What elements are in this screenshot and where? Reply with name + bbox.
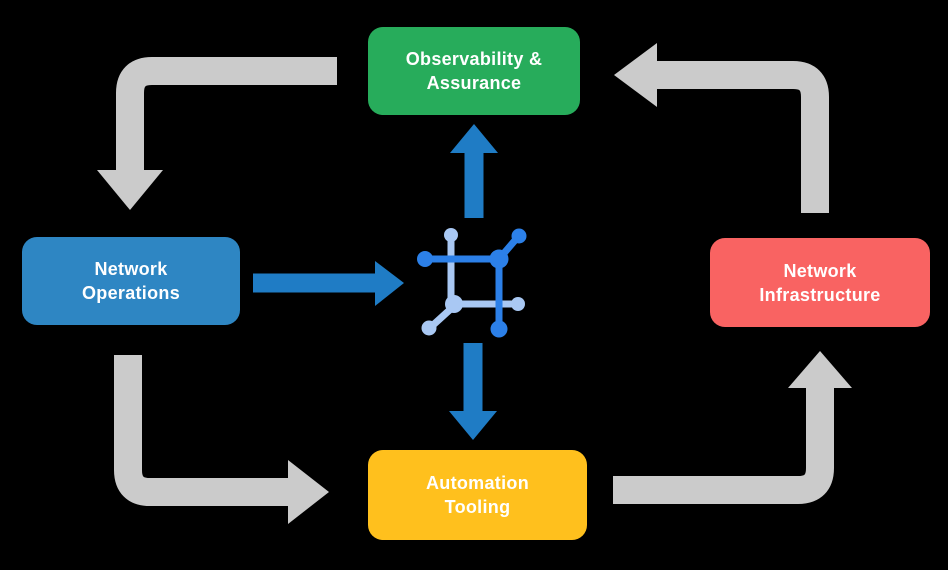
icon-light-node-right [511, 297, 525, 311]
cycle-arrow-bottom-right-shaft [613, 387, 834, 504]
network-grid-icon [417, 228, 527, 338]
node-label-line: Network [94, 259, 168, 279]
cycle-arrow-top-left-shaft [116, 57, 337, 172]
icon-dark-node-left [417, 251, 433, 267]
node-network-infrastructure: Network Infrastructure [710, 238, 930, 327]
cycle-arrow-bottom-left-shaft [114, 355, 289, 506]
node-label-line: Automation [426, 473, 529, 493]
cycle-arrow-bottom-left [114, 355, 329, 524]
flow-arrow-right [253, 261, 404, 306]
flow-arrow-down [449, 343, 497, 440]
flow-arrow-down-head [449, 411, 497, 440]
icon-light-corner-node [445, 295, 463, 313]
flow-arrow-right-head [375, 261, 404, 306]
icon-light-node-bottom-left [421, 320, 437, 336]
node-automation-tooling: Automation Tooling [368, 450, 587, 540]
flow-arrow-up [450, 124, 498, 218]
flow-arrow-up-head [450, 124, 498, 153]
node-network-operations: Network Operations [22, 237, 240, 325]
cycle-arrow-top-left-head [97, 170, 163, 210]
cycle-arrow-top-right-shaft [656, 61, 829, 213]
node-label-line: Infrastructure [759, 284, 881, 305]
node-label-line: Network [783, 260, 857, 281]
cycle-arrow-bottom-right [613, 351, 852, 504]
cycle-arrow-top-left [97, 57, 337, 210]
node-observability-assurance: Observability & Assurance [368, 27, 580, 115]
icon-light-node-top [444, 228, 458, 242]
icon-dark-node-bottom [490, 320, 508, 338]
icon-dark-corner-node [489, 249, 509, 269]
node-label-line: Tooling [444, 497, 511, 517]
cycle-arrow-top-right-head [614, 43, 657, 107]
node-label-line: Assurance [426, 73, 522, 93]
node-label-line: Observability & [405, 49, 543, 69]
cycle-arrow-top-right [614, 43, 829, 213]
icon-dark-node-top-right [511, 228, 527, 244]
cycle-arrow-bottom-left-head [288, 460, 329, 524]
cycle-arrow-bottom-right-head [788, 351, 852, 388]
node-label-line: Operations [81, 283, 181, 303]
